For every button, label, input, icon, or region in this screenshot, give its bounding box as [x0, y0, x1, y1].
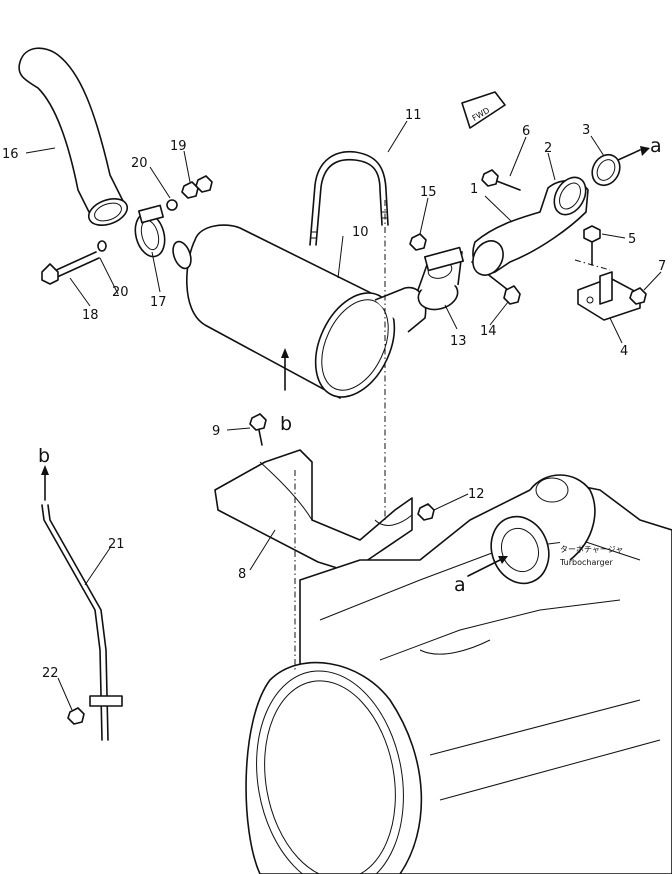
- leader-lines: [25, 120, 662, 711]
- callout-19: 19: [170, 139, 187, 154]
- callout-5: 5: [628, 232, 636, 247]
- callout-1: 1: [470, 182, 478, 197]
- center-line: [574, 259, 611, 271]
- turbocharger-en-label: Turbocharger: [559, 558, 614, 567]
- bolt-6: [481, 169, 521, 191]
- callout-14: 14: [480, 324, 497, 339]
- ref-arrow-a-turbo: [467, 556, 508, 577]
- nut-22: [67, 707, 85, 725]
- callout-20-lower: 20: [112, 285, 129, 300]
- ref-letter-a-turbo: a: [454, 574, 466, 596]
- ref-letter-a-top: a: [650, 135, 662, 157]
- gasket-3: [591, 153, 621, 187]
- callout-22: 22: [42, 666, 59, 681]
- nuts-19: [166, 175, 213, 211]
- ref-letter-b-pipe: b: [38, 445, 50, 467]
- ref-letter-b-muffler: b: [280, 413, 292, 435]
- ref-arrow-a-top: [617, 146, 650, 161]
- callout-15: 15: [420, 185, 437, 200]
- u-bolt-11: [309, 150, 389, 246]
- callout-20-upper: 20: [131, 156, 148, 171]
- bolt-18: [41, 240, 107, 285]
- callout-10: 10: [352, 225, 369, 240]
- callout-6: 6: [522, 124, 530, 139]
- nut-7: [629, 287, 647, 305]
- callout-3: 3: [582, 123, 590, 138]
- tail-pipe-16: [18, 47, 129, 226]
- drain-pipe-21: [41, 504, 123, 741]
- callout-7: 7: [658, 259, 666, 274]
- callout-11: 11: [405, 108, 422, 123]
- exhaust-pipe-1: [472, 176, 589, 276]
- bracket-4: [577, 271, 641, 321]
- ref-arrow-b-muffler: [281, 348, 289, 391]
- fwd-arrow: [461, 91, 506, 129]
- flywheel-housing: [245, 661, 423, 874]
- turbocharger-jp-label: ターボチャージャ: [560, 545, 623, 554]
- bolt-9: [249, 413, 267, 446]
- clamp-13: [417, 246, 464, 311]
- callout-13: 13: [450, 334, 467, 349]
- callout-18: 18: [82, 308, 99, 323]
- callout-12: 12: [468, 487, 485, 502]
- bolt-5: [583, 225, 601, 266]
- clamp-17: [134, 204, 166, 258]
- ref-arrow-b-pipe: [41, 465, 49, 501]
- callout-4: 4: [620, 344, 628, 359]
- turbocharger: [490, 474, 596, 585]
- nut-12: [417, 503, 435, 521]
- callout-9: 9: [212, 424, 220, 439]
- callout-2: 2: [544, 141, 552, 156]
- muffler-10: [172, 224, 427, 399]
- callout-21: 21: [108, 537, 125, 552]
- callout-16: 16: [2, 147, 19, 162]
- callout-8: 8: [238, 567, 246, 582]
- bracket-8: [214, 449, 413, 573]
- callout-17: 17: [150, 295, 167, 310]
- nut-15: [409, 233, 427, 251]
